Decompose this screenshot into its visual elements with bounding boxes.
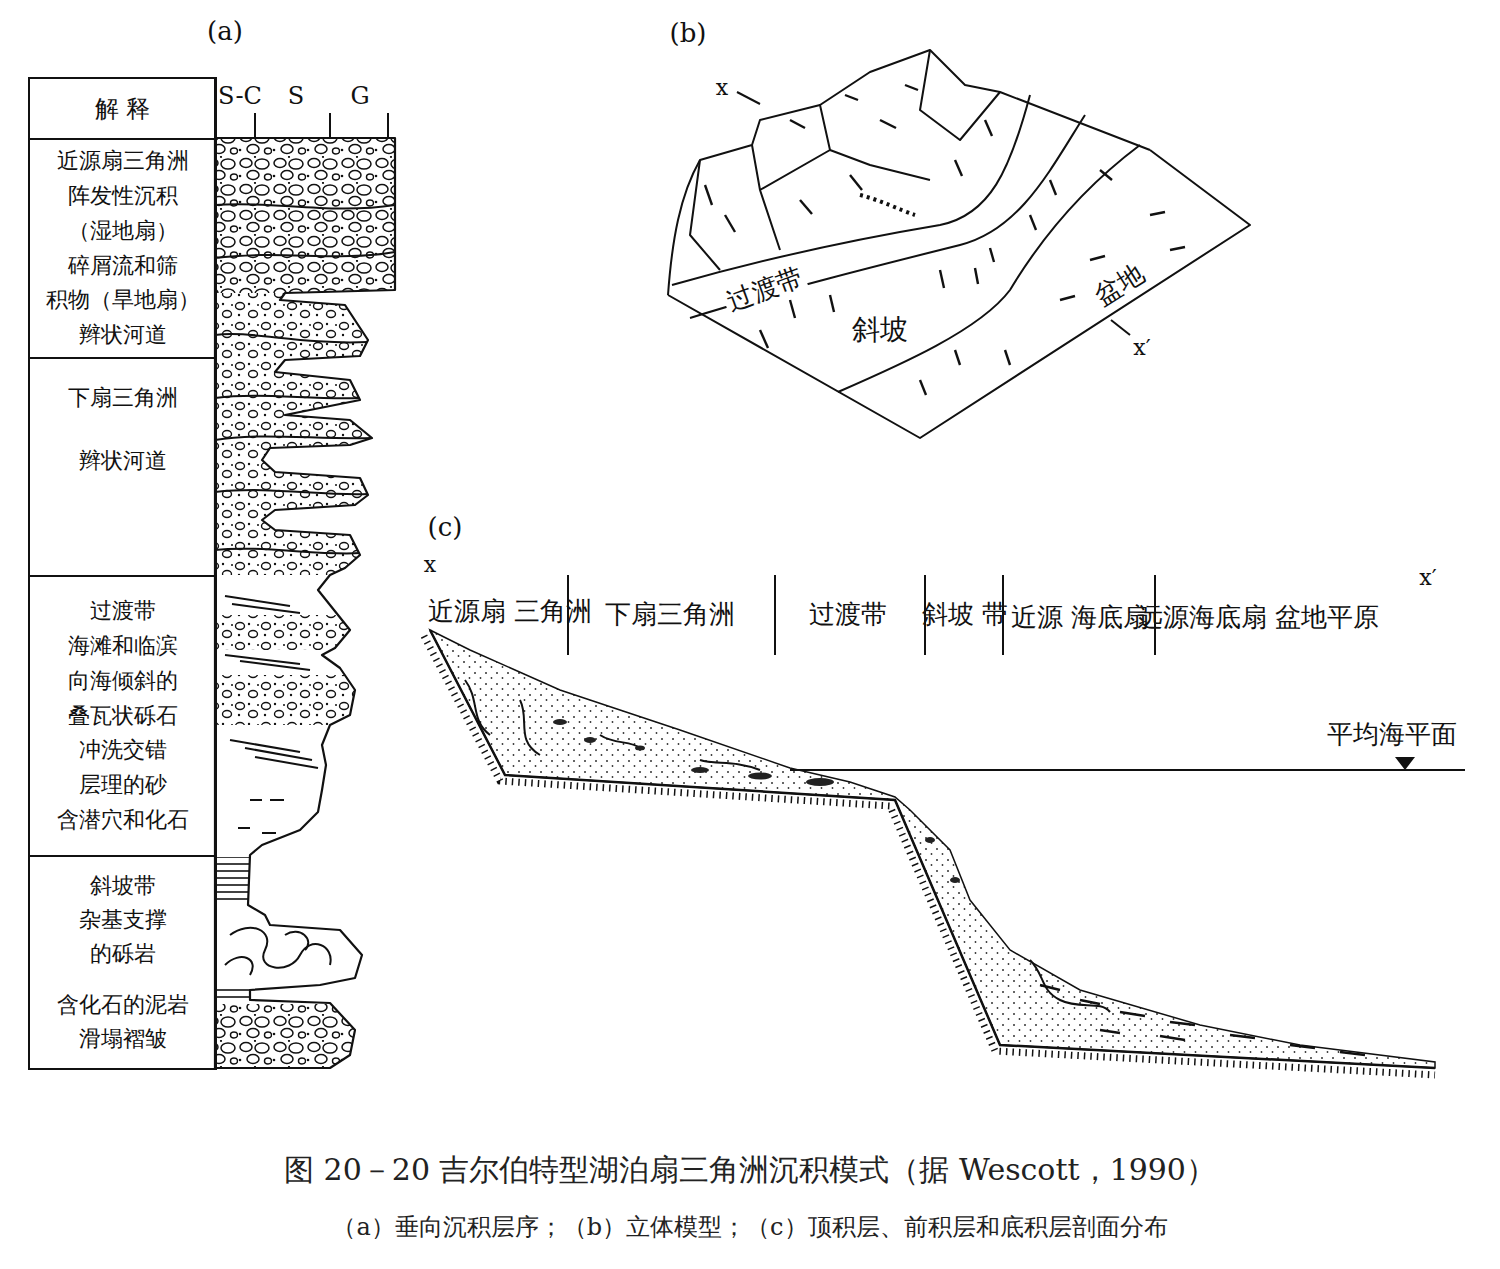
panel-letter: (c) <box>428 513 463 543</box>
figure-title: 图 20－20 吉尔伯特型湖泊扇三角洲沉积模式（据 Wescott，1990） <box>284 1153 1216 1188</box>
section-end-label: x <box>424 552 436 577</box>
cell-text: 近源扇三角洲 阵发性沉积 （湿地扇） 碎屑流和筛 积物（旱地扇） 辫状河道 <box>46 144 200 353</box>
cell-text: 斜坡带 杂基支撑 的砾岩 <box>79 869 167 971</box>
sea-level-label: 平均海平面 <box>1324 720 1460 750</box>
block-model <box>668 50 1250 438</box>
zone-header: 近源扇 三角洲 <box>428 597 592 627</box>
interpretation-cell: 斜坡带 杂基支撑 的砾岩含化石的泥岩 滑塌褶皱 <box>28 855 217 1070</box>
column-header: S <box>288 83 304 111</box>
cell-text: 含化石的泥岩 滑塌褶皱 <box>57 988 189 1056</box>
zone-label: 盆地 <box>1087 257 1152 313</box>
zone-header: 远源海底扇 盆地平原 <box>1137 603 1379 633</box>
interpretation-cell: 过渡带 海滩和临滨 向海倾斜的 叠瓦状砾石 冲洗交错 层理的砂 含潜穴和化石 <box>28 575 217 857</box>
zone-label: 过渡带 <box>720 262 809 319</box>
table-header-cell: 解 释 <box>28 77 217 140</box>
zone-header: 下扇三角洲 <box>605 600 735 630</box>
panel-letter: (a) <box>207 17 243 47</box>
section-end-label: x′ <box>1419 565 1436 590</box>
cell-text: 辫状河道 <box>79 444 167 477</box>
zone-header: 近源 海底扇 <box>1011 603 1149 633</box>
cell-text: 解 释 <box>95 91 151 127</box>
section-end-label: x′ <box>1133 335 1150 360</box>
section-end-label: x <box>716 75 728 100</box>
interpretation-cell: 下扇三角洲辫状河道 <box>28 357 217 577</box>
cell-text: 过渡带 海滩和临滨 向海倾斜的 叠瓦状砾石 冲洗交错 层理的砂 含潜穴和化石 <box>57 594 189 837</box>
interpretation-cell: 近源扇三角洲 阵发性沉积 （湿地扇） 碎屑流和筛 积物（旱地扇） 辫状河道 <box>28 138 217 359</box>
panel-letter: (b) <box>670 19 707 49</box>
zone-label: 斜坡 <box>849 314 911 346</box>
figure-caption: （a）垂向沉积层序；（b）立体模型；（c）顶积层、前积层和底积层剖面分布 <box>332 1214 1167 1242</box>
column-header: G <box>350 83 369 111</box>
profile-section <box>424 575 1465 1075</box>
cell-text: 下扇三角洲 <box>68 381 178 414</box>
zone-header: 斜坡 带 <box>922 600 1008 630</box>
column-header: S-C <box>218 83 262 111</box>
zone-header: 过渡带 <box>809 600 887 630</box>
lithology-column <box>215 77 405 1073</box>
